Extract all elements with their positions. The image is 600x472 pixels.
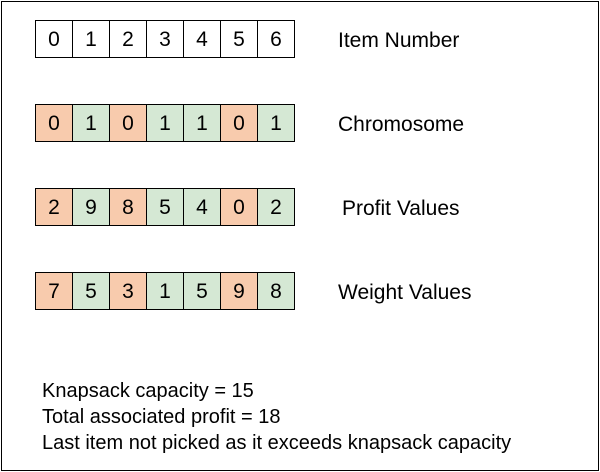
chromosome-cell: 0	[110, 105, 147, 141]
item-number-cell: 4	[184, 21, 221, 57]
weight-values-cell: 9	[221, 273, 258, 309]
profit-values-cell: 9	[73, 189, 110, 225]
profit-values-cell: 2	[36, 189, 73, 225]
chromosome-cell: 1	[258, 105, 295, 141]
item-number-cell: 5	[221, 21, 258, 57]
weight-values-cell: 5	[73, 273, 110, 309]
weight-values-label: Weight Values	[338, 281, 472, 304]
profit-values-label: Profit Values	[342, 197, 460, 220]
profit-values-cell: 8	[110, 189, 147, 225]
weight-values-cell: 7	[36, 273, 73, 309]
profit-values-cell: 2	[258, 189, 295, 225]
profit-values-cell: 5	[147, 189, 184, 225]
item-number-label: Item Number	[338, 29, 460, 52]
profit-values-cell: 4	[184, 189, 221, 225]
chromosome-cell: 1	[73, 105, 110, 141]
weight-values-cell: 3	[110, 273, 147, 309]
notes: Knapsack capacity = 15 Total associated …	[42, 378, 511, 456]
weight-values-cell: 8	[258, 273, 295, 309]
item-number-cell: 6	[258, 21, 295, 57]
item-number-cell: 2	[110, 21, 147, 57]
item-number-cell: 1	[73, 21, 110, 57]
weight-values-cell: 5	[184, 273, 221, 309]
profit-values-cell: 0	[221, 189, 258, 225]
chromosome-cell: 1	[184, 105, 221, 141]
chromosome-cell: 0	[36, 105, 73, 141]
item-number-cell: 0	[36, 21, 73, 57]
note-total-profit: Total associated profit = 18	[42, 406, 281, 428]
chromosome-cell: 1	[147, 105, 184, 141]
note-capacity: Knapsack capacity = 15	[42, 380, 254, 402]
weight-values-cell: 1	[147, 273, 184, 309]
note-last-item: Last item not picked as it exceeds knaps…	[42, 432, 512, 454]
chromosome-label: Chromosome	[338, 113, 465, 136]
chromosome-cell: 0	[221, 105, 258, 141]
item-number-cell: 3	[147, 21, 184, 57]
